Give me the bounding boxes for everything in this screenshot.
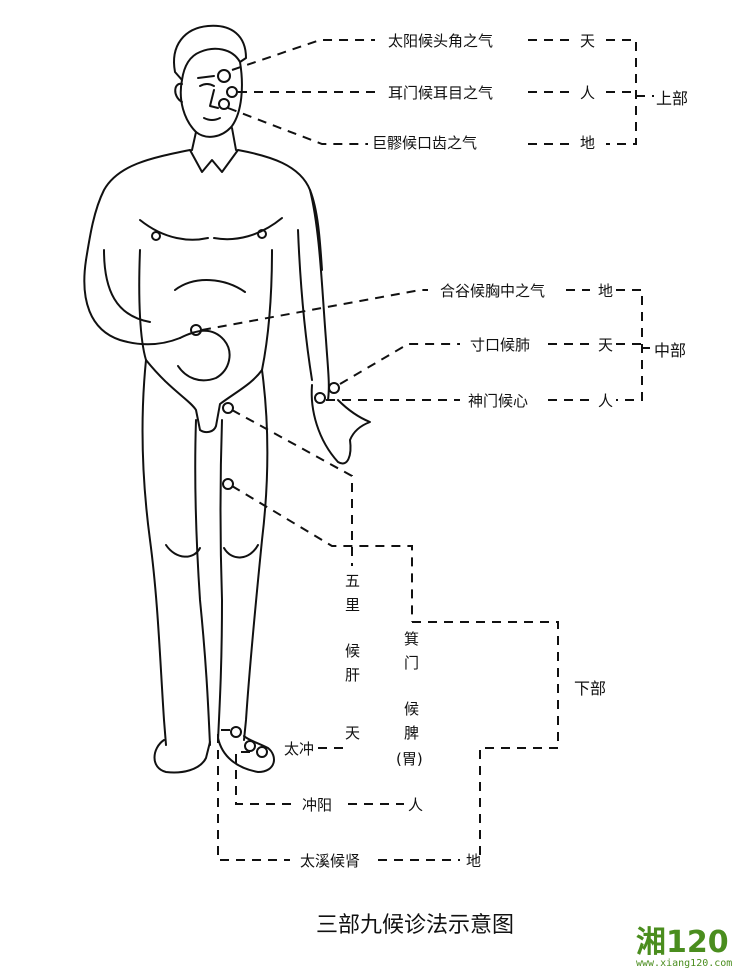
leader-hegu [201, 289, 428, 331]
level-juliao: 地 [580, 134, 595, 152]
watermark-logo: 湘120 www.xiang120.com [636, 925, 732, 969]
right-shoulder [237, 149, 323, 271]
neck [191, 127, 237, 151]
jimen-char-4: 脾 [404, 724, 419, 742]
ear [174, 82, 183, 103]
bracket-middle [616, 289, 650, 401]
bracket-lower [412, 621, 559, 860]
label-cunkou: 寸口候肺 [470, 336, 530, 354]
level-chongyang: 人 [408, 796, 423, 814]
right-knee [223, 544, 259, 559]
wuli-char-2: 里 [345, 596, 360, 614]
level-shenmen: 人 [598, 392, 613, 410]
jimen-point-icon [222, 402, 234, 414]
left-foot [153, 739, 211, 774]
left-knee [165, 544, 201, 558]
leader-jimen [231, 409, 353, 566]
right-leg [217, 369, 269, 741]
shenmen-point-icon [314, 392, 326, 404]
middle-labels: 合谷候胸中之气 地 寸口候肺 天 神门候心 人 中部 [440, 282, 686, 410]
chest [139, 217, 283, 241]
figure-caption: 三部九候诊法示意图 [316, 913, 514, 938]
level-taiyang: 天 [580, 32, 595, 50]
left-leg [141, 359, 211, 746]
upper-labels: 太阳候头角之气 天 耳门候耳目之气 人 巨髎候口齿之气 地 上部 [372, 32, 688, 152]
label-taiyang: 太阳候头角之气 [388, 32, 493, 50]
group-lower: 下部 [574, 679, 606, 698]
ermen-point-icon [226, 86, 238, 98]
left-hand [177, 329, 231, 382]
jimen-char-3: 候 [404, 700, 419, 718]
eye [199, 83, 215, 87]
label-chongyang: 冲阳 [302, 796, 332, 814]
left-nipple [151, 231, 161, 241]
mouth [203, 117, 221, 121]
wuli-char-3: 候 [345, 642, 360, 660]
collar [189, 149, 239, 173]
nose [209, 89, 219, 109]
taichong-point-icon [256, 746, 268, 758]
acupoint-markers [190, 69, 340, 758]
leader-chongyang [235, 751, 404, 805]
taixi-point-icon [230, 726, 242, 738]
left-arm [83, 249, 181, 346]
lower-labels: 五 里 候 肝 天 箕 门 候 脾 (胃) 太冲 冲阳 人 太溪候肾 地 下部 [284, 572, 606, 870]
human-figure [83, 24, 371, 774]
groin [145, 359, 263, 434]
level-taixi: 地 [466, 852, 481, 870]
left-shoulder [85, 149, 191, 261]
chongyang-point-icon [244, 740, 256, 752]
right-hand [310, 384, 371, 465]
watermark-sub: www.xiang120.com [636, 958, 732, 969]
taiyang-point-icon [217, 69, 231, 83]
watermark-main: 湘120 [636, 925, 729, 960]
leader-wuli [231, 485, 413, 622]
leader-taiyang [231, 39, 375, 71]
bracket-upper [606, 39, 654, 145]
label-juliao: 巨髎候口齿之气 [372, 134, 477, 152]
jimen-char-2: 门 [404, 654, 419, 672]
right-arm [297, 189, 330, 401]
group-middle: 中部 [654, 341, 686, 360]
abdomen [138, 249, 273, 371]
label-shenmen: 神门候心 [468, 392, 528, 410]
jimen-char-1: 箕 [404, 630, 419, 648]
label-taixi: 太溪候肾 [300, 852, 360, 870]
wuli-point-icon [222, 478, 234, 490]
label-hegu: 合谷候胸中之气 [440, 282, 545, 300]
leader-taixi [217, 729, 460, 861]
juliao-point-icon [218, 98, 230, 110]
level-cunkou: 天 [598, 336, 613, 354]
level-ermen: 人 [580, 84, 595, 102]
hegu-point-icon [190, 324, 202, 336]
right-nipple [257, 229, 267, 239]
wuli-char-4: 肝 [345, 666, 360, 684]
eyebrow [197, 75, 215, 79]
leader-cunkou [339, 343, 460, 385]
cunkou-point-icon [328, 382, 340, 394]
hair [173, 24, 247, 81]
wuli-level: 天 [345, 724, 360, 742]
head-outline [179, 61, 243, 138]
level-hegu: 地 [598, 282, 613, 300]
label-taichong: 太冲 [284, 740, 314, 758]
group-upper: 上部 [656, 89, 688, 108]
leader-juliao [227, 107, 368, 145]
leader-lines [201, 39, 654, 861]
jimen-char-5: (胃) [396, 750, 423, 768]
wuli-char-1: 五 [345, 572, 360, 590]
label-ermen: 耳门候耳目之气 [388, 84, 493, 102]
